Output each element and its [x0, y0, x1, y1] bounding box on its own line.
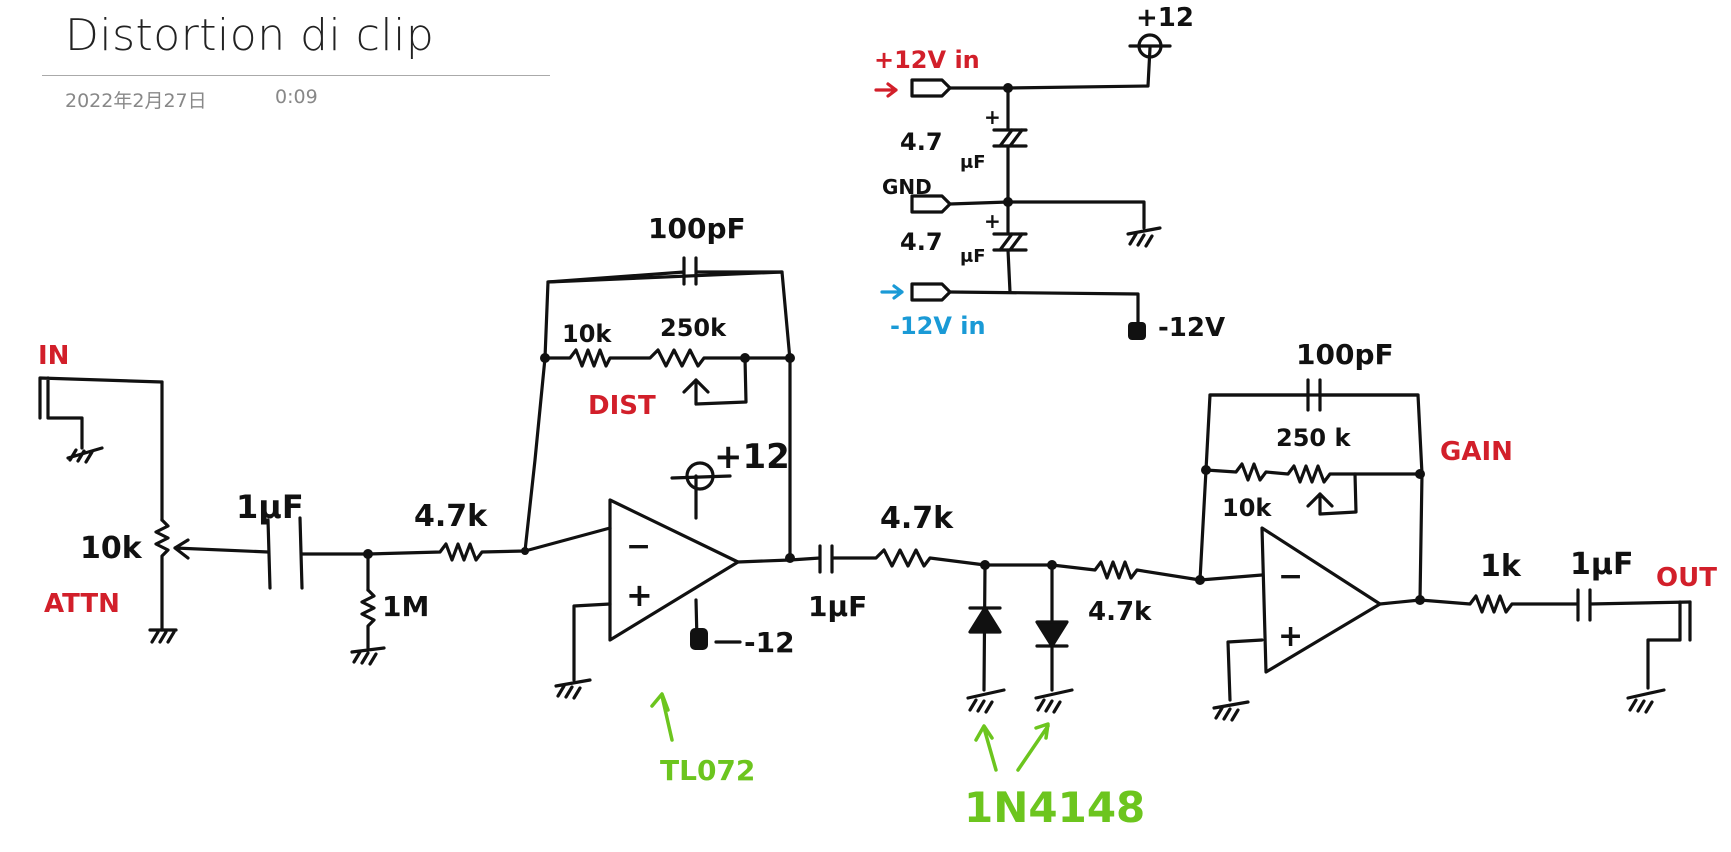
input-resistor	[366, 542, 527, 562]
pos-supply-connector	[910, 78, 952, 98]
label-r-fb2a: 10k	[1222, 494, 1272, 522]
label-diode-part: 1N4148	[964, 783, 1145, 832]
pos-supply-arrow	[874, 82, 898, 98]
label-dist: DIST	[588, 391, 656, 421]
note-time: 0:09	[275, 86, 318, 108]
bias-resistor	[360, 588, 376, 650]
opamp-1	[608, 498, 740, 642]
label-r-out: 1k	[1480, 549, 1522, 584]
attn-pot	[154, 518, 170, 632]
clip-resistor	[1050, 560, 1202, 582]
dist-pot-wiper	[682, 356, 748, 406]
gain-pot-wiper	[1306, 472, 1358, 516]
neg-supply-arrow	[880, 284, 904, 300]
page-title: Distortion di clip	[65, 10, 435, 61]
label-out: OUT	[1656, 563, 1717, 593]
output-jack	[1646, 600, 1692, 690]
diode-2	[1035, 620, 1069, 648]
label-gnd: GND	[882, 175, 932, 199]
label-cap-in: 1μF	[236, 488, 304, 526]
note-date: 2022年2月27日	[65, 90, 207, 112]
label-opamp-part: TL072	[660, 754, 755, 787]
feedback-loop-2	[1198, 393, 1424, 602]
label-vplus1: +12	[714, 437, 790, 477]
output-ground-symbol	[1626, 688, 1666, 714]
label-supply-neg: -12V	[1158, 313, 1225, 343]
label-r-in1: 4.7k	[414, 499, 488, 534]
supply-ground-symbol	[1126, 226, 1162, 248]
label-r-mid: 4.7k	[880, 501, 954, 536]
junction-dots	[363, 83, 1425, 650]
label-supply-cap2-unit: μF	[960, 246, 986, 267]
label-r-fb2b: 250 k	[1276, 424, 1351, 452]
diode-arrow-2	[1016, 722, 1050, 772]
label-gain: GAIN	[1440, 437, 1513, 467]
opamp-2	[1260, 526, 1382, 674]
label-supply-in-neg: -12V in	[890, 312, 986, 340]
label-supply-cap1: 4.7	[900, 128, 943, 156]
label-r-bias: 1M	[382, 590, 429, 623]
opamp1-ground-symbol	[554, 678, 592, 700]
label-r-clip: 4.7k	[1088, 597, 1152, 627]
supply-cap-1	[992, 128, 1028, 148]
input-ground-symbol	[66, 446, 104, 464]
tl072-arrow	[650, 692, 674, 742]
schematic-wires	[38, 33, 1692, 772]
pot-ground-symbol	[148, 628, 178, 644]
pot-wiper-arrow	[173, 538, 270, 560]
feedback-resistors-2	[1204, 462, 1422, 484]
feedback-cap-2	[1208, 378, 1420, 412]
schematic-labels: IN ATTN 10k 1μF 1M 4.7k 100pF 10k 250k D…	[38, 3, 1717, 832]
opamp2-minus: −	[1278, 559, 1303, 594]
label-supply-top: +12	[1136, 3, 1194, 33]
input-capacitor	[266, 516, 370, 590]
label-supply-cap2: 4.7	[900, 228, 943, 256]
opamp1-plus: +	[626, 576, 653, 614]
bias-ground-symbol	[350, 646, 386, 666]
label-r-fb1b: 250k	[660, 314, 727, 342]
opamp1-minus: −	[626, 529, 651, 564]
mid-cap-resistor	[788, 544, 987, 574]
label-supply-in-pos: +12V in	[874, 46, 980, 74]
diode2-ground-symbol	[1034, 688, 1074, 714]
supply-cap-2	[992, 232, 1028, 252]
feedback-resistors-1	[543, 348, 792, 368]
label-attn: ATTN	[44, 589, 120, 619]
neg-supply-connector	[910, 282, 952, 302]
opamp2-ground-symbol	[1212, 700, 1250, 722]
label-cap-out: 1μF	[1570, 547, 1633, 582]
gnd-connector	[910, 194, 952, 214]
input-jack	[38, 376, 164, 450]
title-divider	[42, 75, 550, 76]
label-vminus1: -12	[744, 626, 795, 659]
label-cap-fb2: 100pF	[1296, 338, 1394, 371]
label-r-fb1a: 10k	[562, 320, 612, 348]
diode-1	[968, 606, 1002, 634]
cap2-plus: +	[984, 209, 1001, 233]
output-chain	[1418, 588, 1692, 622]
label-in: IN	[38, 341, 69, 371]
label-supply-cap1-unit: μF	[960, 152, 986, 173]
cap1-plus: +	[984, 105, 1001, 129]
feedback-cap-1	[546, 256, 784, 286]
diode-arrow-1	[974, 724, 998, 772]
opamp2-plus: +	[1278, 619, 1303, 654]
label-pot-attn: 10k	[80, 531, 143, 566]
label-cap-fb1: 100pF	[648, 212, 746, 245]
diode1-ground-symbol	[966, 688, 1006, 714]
label-cap-mid: 1μF	[808, 590, 867, 623]
feedback-loop-1	[523, 270, 792, 557]
